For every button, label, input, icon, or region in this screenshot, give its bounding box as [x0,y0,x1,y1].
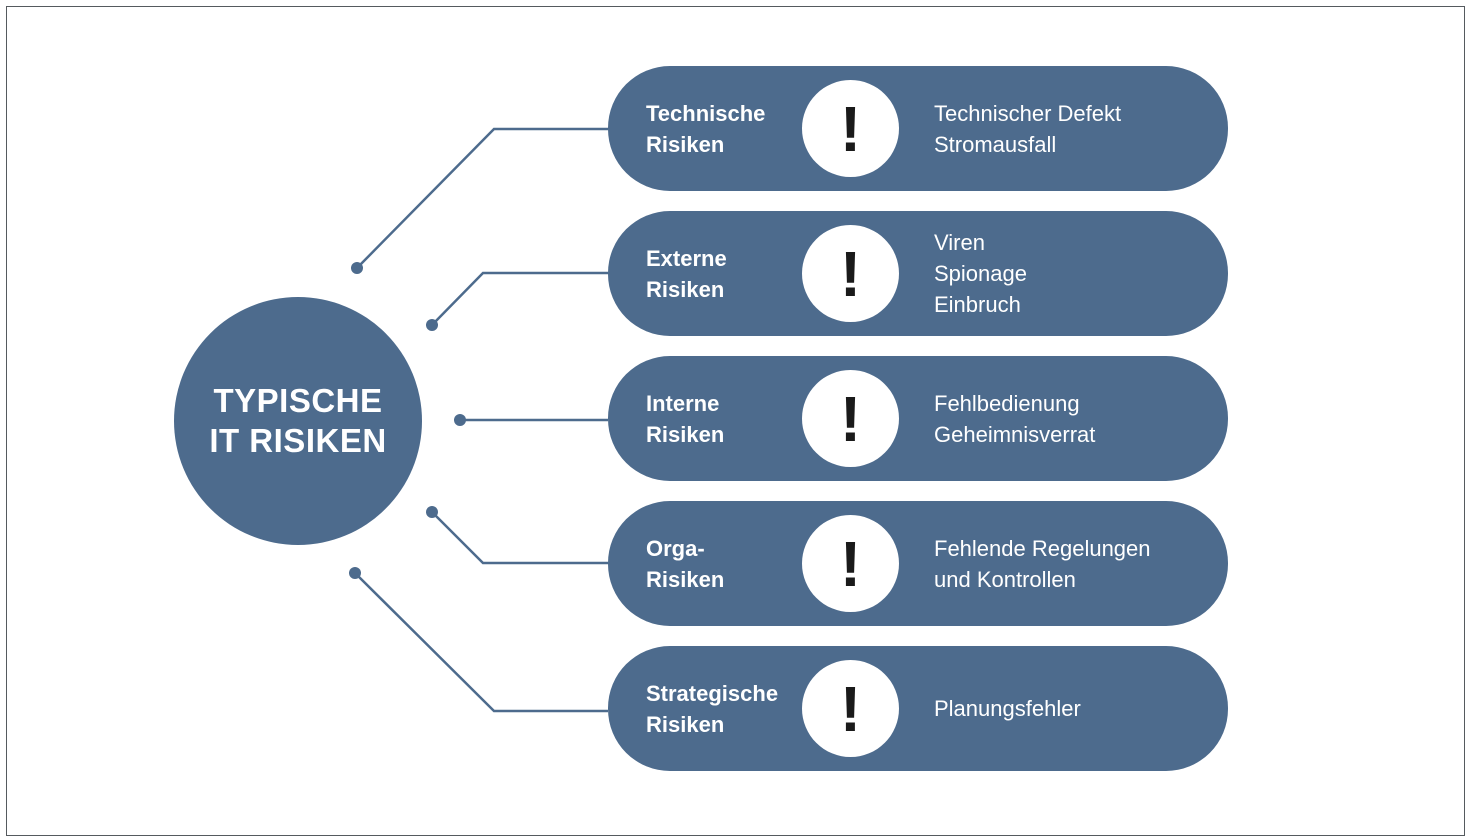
category-title: Strategische Risiken [646,646,778,771]
category-title-line2: Risiken [646,276,725,302]
risk-category-externe: Externe Risiken ! Viren Spionage Einbruc… [608,211,1228,336]
category-title-line1: Interne [646,390,720,416]
connector-dot-interne [454,414,466,426]
exclamation-icon: ! [802,80,899,177]
category-title-line1: Externe [646,245,727,271]
connector-externe [431,271,608,326]
category-item: Stromausfall [934,131,1057,157]
category-title-line2: Risiken [646,131,725,157]
connector-strategische [354,572,608,713]
category-item: und Kontrollen [934,566,1076,592]
hub-title-line1: TYPISCHE [213,382,383,419]
category-item: Geheimnisverrat [934,421,1096,447]
category-title: Technische Risiken [646,66,765,191]
category-item: Viren [934,230,985,255]
category-title-line1: Orga- [646,535,705,561]
category-title-line2: Risiken [646,566,725,592]
category-title: Interne Risiken [646,356,724,481]
exclamation-icon: ! [802,225,899,322]
category-item: Fehlende Regelungen [934,535,1151,561]
connector-dot-externe [426,319,438,331]
category-item: Einbruch [934,292,1021,317]
category-title: Orga- Risiken [646,501,724,626]
category-title: Externe Risiken [646,211,727,336]
connector-dot-strategische [349,567,361,579]
category-item: Spionage [934,261,1027,286]
category-items: Technischer Defekt Stromausfall [934,66,1121,191]
category-item: Planungsfehler [934,696,1081,721]
connector-orga [431,511,608,565]
category-items: Fehlbedienung Geheimnisverrat [934,356,1095,481]
exclamation-icon: ! [802,370,899,467]
exclamation-icon: ! [802,660,899,757]
category-title-line1: Technische [646,100,766,126]
category-title-line2: Risiken [646,421,725,447]
hub-title-line2: IT RISIKEN [209,422,387,459]
connector-dot-technische [351,262,363,274]
connector-technische [356,127,608,269]
risk-category-technische: Technische Risiken ! Technischer Defekt … [608,66,1228,191]
connector-dot-orga [426,506,438,518]
category-items: Fehlende Regelungen und Kontrollen [934,501,1151,626]
category-item: Fehlbedienung [934,390,1080,416]
exclamation-icon: ! [802,515,899,612]
category-title-line2: Risiken [646,711,725,737]
category-items: Planungsfehler [934,646,1081,771]
category-title-line1: Strategische [646,680,779,706]
central-hub: TYPISCHE IT RISIKEN [174,297,422,545]
risk-category-orga: Orga- Risiken ! Fehlende Regelungen und … [608,501,1228,626]
risk-category-interne: Interne Risiken ! Fehlbedienung Geheimni… [608,356,1228,481]
category-items: Viren Spionage Einbruch [934,211,1027,336]
category-item: Technischer Defekt [934,100,1122,126]
risk-category-strategische: Strategische Risiken ! Planungsfehler [608,646,1228,771]
